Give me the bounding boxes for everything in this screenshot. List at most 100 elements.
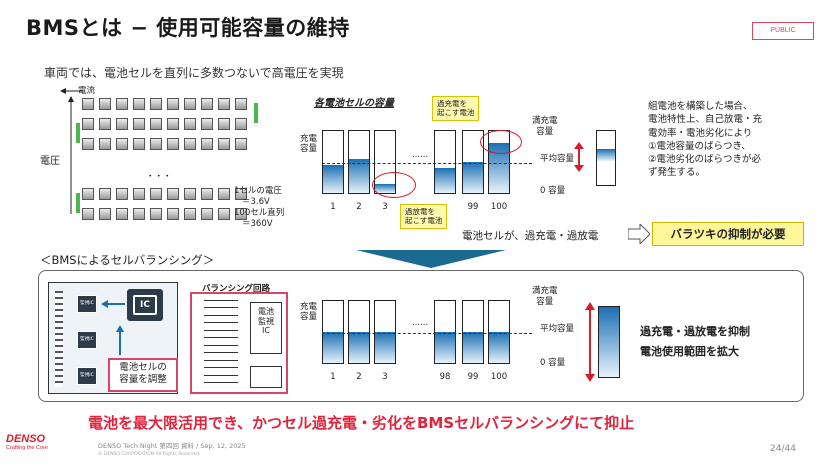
x-tick-label: 1 [330,372,336,382]
battery-cell [116,118,128,130]
x-tick-label: 3 [382,372,388,382]
spec-line-3: 100セル直列 [234,208,285,218]
cell-bar-98 [434,130,456,194]
x-tick-label: 2 [356,202,362,212]
balancing-resistor [204,300,238,308]
battery-cell [150,138,162,150]
battery-cell [150,98,162,110]
adjust-callout: 電池セルの 容量を調整 [108,358,178,392]
battery-cell [99,208,111,220]
battery-cell [116,208,128,220]
dots: ・・・ [146,172,172,182]
chart1-avg-label: 平均容量 [540,154,575,164]
battery-cell [133,138,145,150]
page-title: BMSとは − 使用可能容量の維持 [26,16,350,40]
battery-cell [235,138,247,150]
balancing-resistor [204,375,238,383]
cell-bar-1 [322,130,344,194]
footer-event: DENSO Tech Night 第四回 資料 / Sep. 12, 2025 [98,442,246,450]
battery-cell [150,118,162,130]
battery-cell [133,208,145,220]
cell-icon-after [598,306,620,378]
average-line [322,163,532,164]
battery-cell [201,208,213,220]
main-ic-icon: IC [127,289,163,321]
chart2-full-label: 満充電 容量 [532,286,558,307]
chart2-ellipsis: ...... [412,318,429,328]
battery-cell [184,208,196,220]
cell-bar-99 [462,300,484,364]
cell-bar-2 [348,300,370,364]
cell-bar-1 [322,300,344,364]
battery-cell [82,118,94,130]
variation-arrow-icon [574,142,584,172]
public-badge: PUBLIC [752,22,814,40]
battery-cell [235,98,247,110]
wire [254,103,258,123]
spec-line-2: ＝3.6V [242,197,270,207]
denso-logo: DENSO Crafting the Core [6,433,48,451]
balancing-resistor [204,360,238,368]
page-number: 24/44 [770,444,796,454]
chart1-title: 各電池セルの容量 [314,98,394,109]
battery-pack-diagram: 電流 電圧 ・・・ 1セルの電圧 ＝3.6V 100セル直列 ＝360V [38,84,308,234]
down-arrow-icon [356,250,506,268]
current-arrow-icon [60,88,82,94]
battery-cell [218,118,230,130]
balancing-resistor [204,345,238,353]
overcharge-ring [480,130,522,154]
chart2-ylabel: 充電 容量 [300,302,318,323]
battery-cell [82,98,94,110]
battery-cell [201,138,213,150]
voltage-label: 電圧 [40,156,60,167]
battery-cell [218,188,230,200]
battery-cell [133,98,145,110]
chart2-zero-label: 0 容量 [540,358,566,368]
overcharge-callout: 過充電を 起こす電池 [432,96,480,121]
cell-bar-100 [488,300,510,364]
battery-cell [82,208,94,220]
balancing-resistor [204,315,238,323]
overdischarge-ring [372,172,416,198]
explanation-text: 組電池を構築した場合、 電池特性上、自己放電・充 電効率・電池劣化により ①電池… [648,101,763,179]
balancing-label: バランシング回路 [202,284,271,294]
blue-arrow-left-icon [101,300,125,308]
x-tick-label: 100 [490,372,508,382]
monitor-ic-box: 電池 監視 IC [250,302,282,354]
average-line [322,333,532,334]
blue-arrow-up-icon [116,325,124,355]
cell-bar-99 [462,130,484,194]
result-text: 過充電・過放電を抑制 電池使用範囲を拡大 [640,325,750,358]
battery-cell [235,118,247,130]
battery-cell [167,98,179,110]
range-arrow-icon [585,302,595,382]
battery-cell [133,188,145,200]
battery-cell [116,138,128,150]
x-tick-label: 99 [467,202,479,212]
cell-icon-before [596,130,616,186]
monitor-ic-1: 監視IC [77,295,97,313]
battery-cell [150,208,162,220]
wire [76,193,80,213]
chart1-ylabel: 充電 容量 [300,134,318,155]
battery-cell [167,188,179,200]
battery-cell [201,98,213,110]
subtitle: 車両では、電池セルを直列に多数つないで高電圧を実現 [44,66,344,80]
overdischarge-callout: 過放電を 起こす電池 [400,204,448,229]
monitor-ic-2: 監視IC [77,331,97,349]
battery-cell [184,118,196,130]
battery-cell [201,118,213,130]
battery-cell [218,138,230,150]
battery-cell [99,98,111,110]
battery-cell [116,98,128,110]
battery-cell [235,188,247,200]
bottom-banner: 電池を最大限活用でき、かつセル過充電・劣化をBMSセルバランシングにて抑止 [88,414,635,432]
x-tick-label: 100 [490,202,508,212]
cell-bar-2 [348,130,370,194]
x-tick-label: 3 [382,202,388,212]
wire [76,123,80,143]
balancing-circuit: 電池 監視 IC [190,292,288,394]
battery-cell [99,138,111,150]
